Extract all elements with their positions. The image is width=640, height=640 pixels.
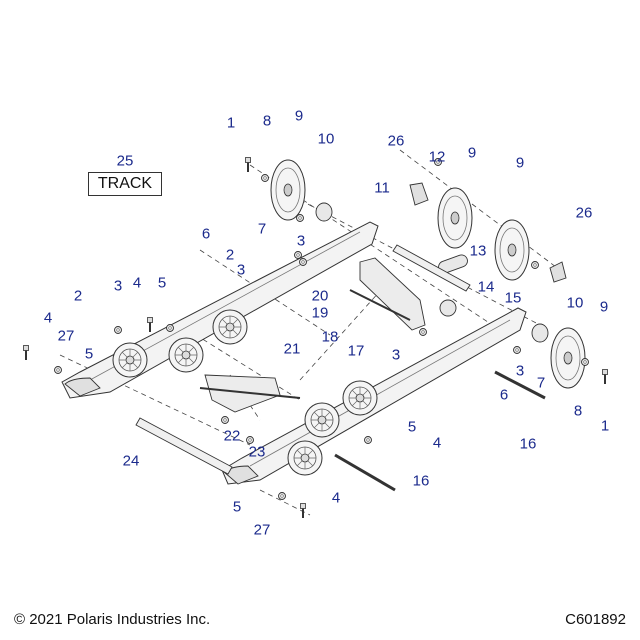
callout-number: 22 (223, 427, 241, 445)
callout-number: 5 (232, 498, 242, 516)
callout-number: 25 (116, 152, 134, 170)
callout-number: 9 (294, 107, 304, 125)
callout-number: 10 (317, 130, 335, 148)
callout-number: 13 (469, 242, 487, 260)
callout-number: 6 (499, 386, 509, 404)
callout-number: 6 (201, 225, 211, 243)
callout-number: 17 (347, 342, 365, 360)
callout-number: 24 (122, 452, 140, 470)
callout-number: 26 (575, 204, 593, 222)
callout-number: 27 (253, 521, 271, 539)
callout-number: 11 (374, 179, 390, 197)
callout-number: 2 (73, 287, 83, 305)
callout-number: 5 (157, 274, 167, 292)
callout-number: 3 (515, 362, 525, 380)
callout-number: 23 (248, 443, 266, 461)
left-slide-rail (61, 221, 379, 399)
callout-number: 8 (262, 112, 272, 130)
rear-arm (199, 374, 301, 413)
track-label-box: TRACK (88, 172, 162, 196)
callout-number: 9 (467, 144, 477, 162)
figure-code: C601892 (565, 611, 626, 628)
callout-number: 20 (311, 287, 329, 305)
callout-number: 14 (477, 278, 495, 296)
callout-number: 9 (599, 298, 609, 316)
brackets (409, 182, 567, 283)
torque-arm (349, 257, 426, 331)
spacers (315, 202, 549, 343)
callout-number: 5 (84, 345, 94, 363)
callout-number: 1 (600, 417, 610, 435)
callout-number: 4 (132, 274, 142, 292)
callout-number: 16 (519, 435, 537, 453)
callout-number: 7 (257, 220, 267, 238)
callout-number: 19 (311, 304, 329, 322)
callout-number: 2 (225, 246, 235, 264)
callout-number: 12 (428, 148, 446, 166)
callout-number: 7 (536, 374, 546, 392)
callout-number: 3 (113, 277, 123, 295)
callout-number: 4 (43, 309, 53, 327)
callout-number: 18 (321, 328, 339, 346)
callout-number: 15 (504, 289, 522, 307)
callout-number: 8 (573, 402, 583, 420)
callout-number: 26 (387, 132, 405, 150)
callout-number: 27 (57, 327, 75, 345)
callout-number: 3 (391, 346, 401, 364)
callout-number: 3 (296, 232, 306, 250)
callout-number: 4 (331, 489, 341, 507)
callout-number: 9 (515, 154, 525, 172)
callout-number: 3 (236, 261, 246, 279)
callout-number: 16 (412, 472, 430, 490)
callout-number: 4 (432, 434, 442, 452)
copyright-text: © 2021 Polaris Industries Inc. (14, 611, 211, 628)
callout-number: 10 (566, 294, 584, 312)
callout-number: 21 (283, 340, 301, 358)
callout-number: 5 (407, 418, 417, 436)
shafts (135, 244, 546, 492)
callout-number: 1 (226, 114, 236, 132)
